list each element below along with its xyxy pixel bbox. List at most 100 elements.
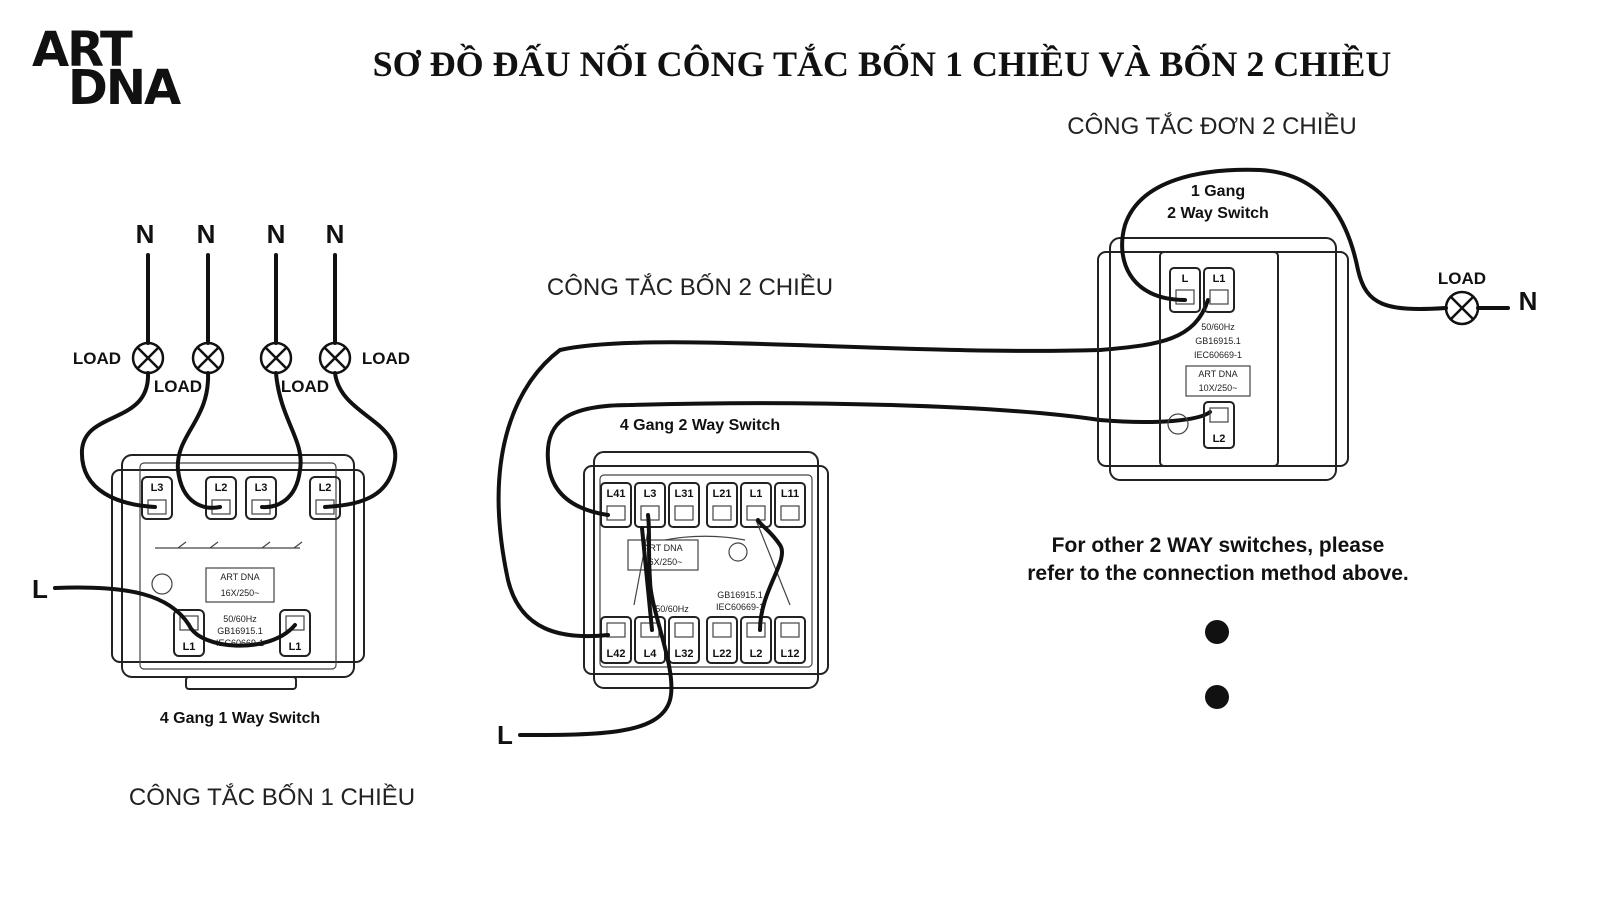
svg-text:L1: L1 (750, 488, 763, 500)
terminal: L11 (774, 482, 806, 528)
neutral-label: N (197, 219, 216, 249)
note-line-1: For other 2 WAY switches, please (1052, 534, 1385, 557)
mark-iec: IEC60669-1 (1194, 350, 1242, 360)
lamp-icon (1444, 290, 1480, 326)
switch-body (1109, 237, 1337, 481)
svg-text:L3: L3 (644, 488, 657, 500)
terminal: L3 (245, 476, 277, 520)
svg-text:L21: L21 (713, 488, 732, 500)
rating-plate (1185, 365, 1251, 397)
load-label: LOAD (362, 349, 410, 368)
terminal: L2 (205, 476, 237, 520)
switch-frame (111, 469, 365, 663)
terminal: L32 (668, 616, 700, 664)
terminal: L2 (1203, 401, 1235, 449)
terminal: L2 (740, 616, 772, 664)
wires-left: L (32, 253, 398, 648)
svg-text:L41: L41 (607, 488, 626, 500)
terminal: L1 (279, 609, 311, 657)
cert-mark-icon (151, 573, 173, 595)
switch-core (1159, 251, 1279, 467)
svg-text:L42: L42 (607, 648, 626, 660)
mark-std: GB16915.1 (217, 626, 263, 636)
svg-text:L1: L1 (289, 641, 302, 653)
page-title: SƠ ĐỒ ĐẤU NỐI CÔNG TẮC BỐN 1 CHIỀU VÀ BỐ… (373, 43, 1392, 84)
switch-frame (583, 465, 829, 675)
switch-caption: 4 Gang 2 Way Switch (620, 417, 780, 434)
switch-four-gang-two-way: 4 Gang 2 Way Switch L41 L3 L31 L21 L1 L1… (583, 417, 829, 689)
neutral-label: N (326, 219, 345, 249)
live-label: L (32, 574, 48, 604)
svg-text:L2: L2 (215, 482, 228, 494)
switch-foot (185, 676, 297, 690)
neutral-label: N (1519, 286, 1538, 316)
section-four-one-way: CÔNG TẮC BỐN 1 CHIỀU (129, 783, 415, 811)
rating-plate (205, 567, 275, 603)
terminal: L2 (309, 476, 341, 520)
terminal: L1 (173, 609, 205, 657)
mark-std: GB16915.1 (1195, 336, 1241, 346)
mark-brand: ART DNA (220, 572, 259, 582)
mark-iec: IEC60669-1 (216, 638, 264, 648)
svg-text:L3: L3 (255, 482, 268, 494)
terminal: L3 (141, 476, 173, 520)
svg-text:L1: L1 (1213, 273, 1226, 285)
lamp-icon (318, 341, 352, 375)
mark-std: GB16915.1 (717, 590, 763, 600)
mark-iec: IEC60669-1 (716, 602, 764, 612)
cert-mark-icon (1167, 413, 1189, 435)
terminal: L12 (774, 616, 806, 664)
terminal: L1 (740, 482, 772, 528)
load-label: LOAD (1438, 269, 1486, 288)
load-label: LOAD (73, 349, 121, 368)
load-label: LOAD (281, 377, 329, 396)
neutral-label: N (136, 219, 155, 249)
note-line-2: refer to the connection method above. (1027, 562, 1409, 585)
rating-plate (627, 539, 699, 571)
svg-text:L3: L3 (151, 482, 164, 494)
mark-freq: 50/60Hz (223, 614, 257, 624)
mark-rating: 16X/250~ (221, 588, 260, 598)
terminal: L22 (706, 616, 738, 664)
section-four-two-way: CÔNG TẮC BỐN 2 CHIỀU (547, 273, 833, 301)
logo-line-1: ART (32, 22, 133, 78)
switch-caption-line-2: 2 Way Switch (1167, 205, 1269, 222)
mark-brand: ART DNA (643, 543, 682, 553)
svg-text:L11: L11 (781, 488, 799, 500)
svg-text:L: L (1182, 273, 1189, 285)
load-label: LOAD (154, 377, 202, 396)
mark-rating: 10X/250~ (1199, 383, 1238, 393)
switch-four-gang-one-way: L3 L2 L3 L2 ART DNA 16X/250~ 50/60Hz GB1… (111, 454, 365, 727)
terminal: L21 (706, 482, 738, 528)
switch-caption: 4 Gang 1 Way Switch (160, 710, 320, 727)
logo-line-2: DNA (68, 60, 181, 116)
terminal: L41 (600, 482, 632, 528)
terminal: L31 (668, 482, 700, 528)
switch-caption-line-1: 1 Gang (1191, 183, 1245, 200)
svg-text:L2: L2 (1213, 433, 1226, 445)
cert-mark-icon (728, 542, 748, 562)
live-label: L (497, 720, 513, 750)
lamp-icon (191, 341, 225, 375)
brand-logo: ART DNA (32, 22, 183, 116)
svg-text:L31: L31 (675, 488, 694, 500)
mark-freq: 50/60Hz (1201, 322, 1235, 332)
wires-right (1120, 167, 1510, 311)
internal-contacts (155, 541, 303, 549)
svg-text:L2: L2 (750, 648, 763, 660)
svg-text:L12: L12 (781, 648, 800, 660)
svg-text:L22: L22 (713, 648, 732, 660)
switch-body (593, 451, 819, 689)
lamp-icon (259, 341, 293, 375)
mark-rating: 16X/250~ (644, 557, 683, 567)
svg-text:L32: L32 (675, 648, 694, 660)
neutral-label: N (267, 219, 286, 249)
ellipsis-dot (1205, 620, 1229, 644)
mark-freq: 50/60Hz (655, 604, 689, 614)
terminal: L (1169, 267, 1201, 313)
terminal: L1 (1203, 267, 1235, 313)
switch-one-gang-two-way: 1 Gang 2 Way Switch L L1 50/60Hz GB16915… (1097, 183, 1349, 481)
section-single-two-way: CÔNG TẮC ĐƠN 2 CHIỀU (1067, 112, 1357, 140)
mark-brand: ART DNA (1198, 369, 1237, 379)
